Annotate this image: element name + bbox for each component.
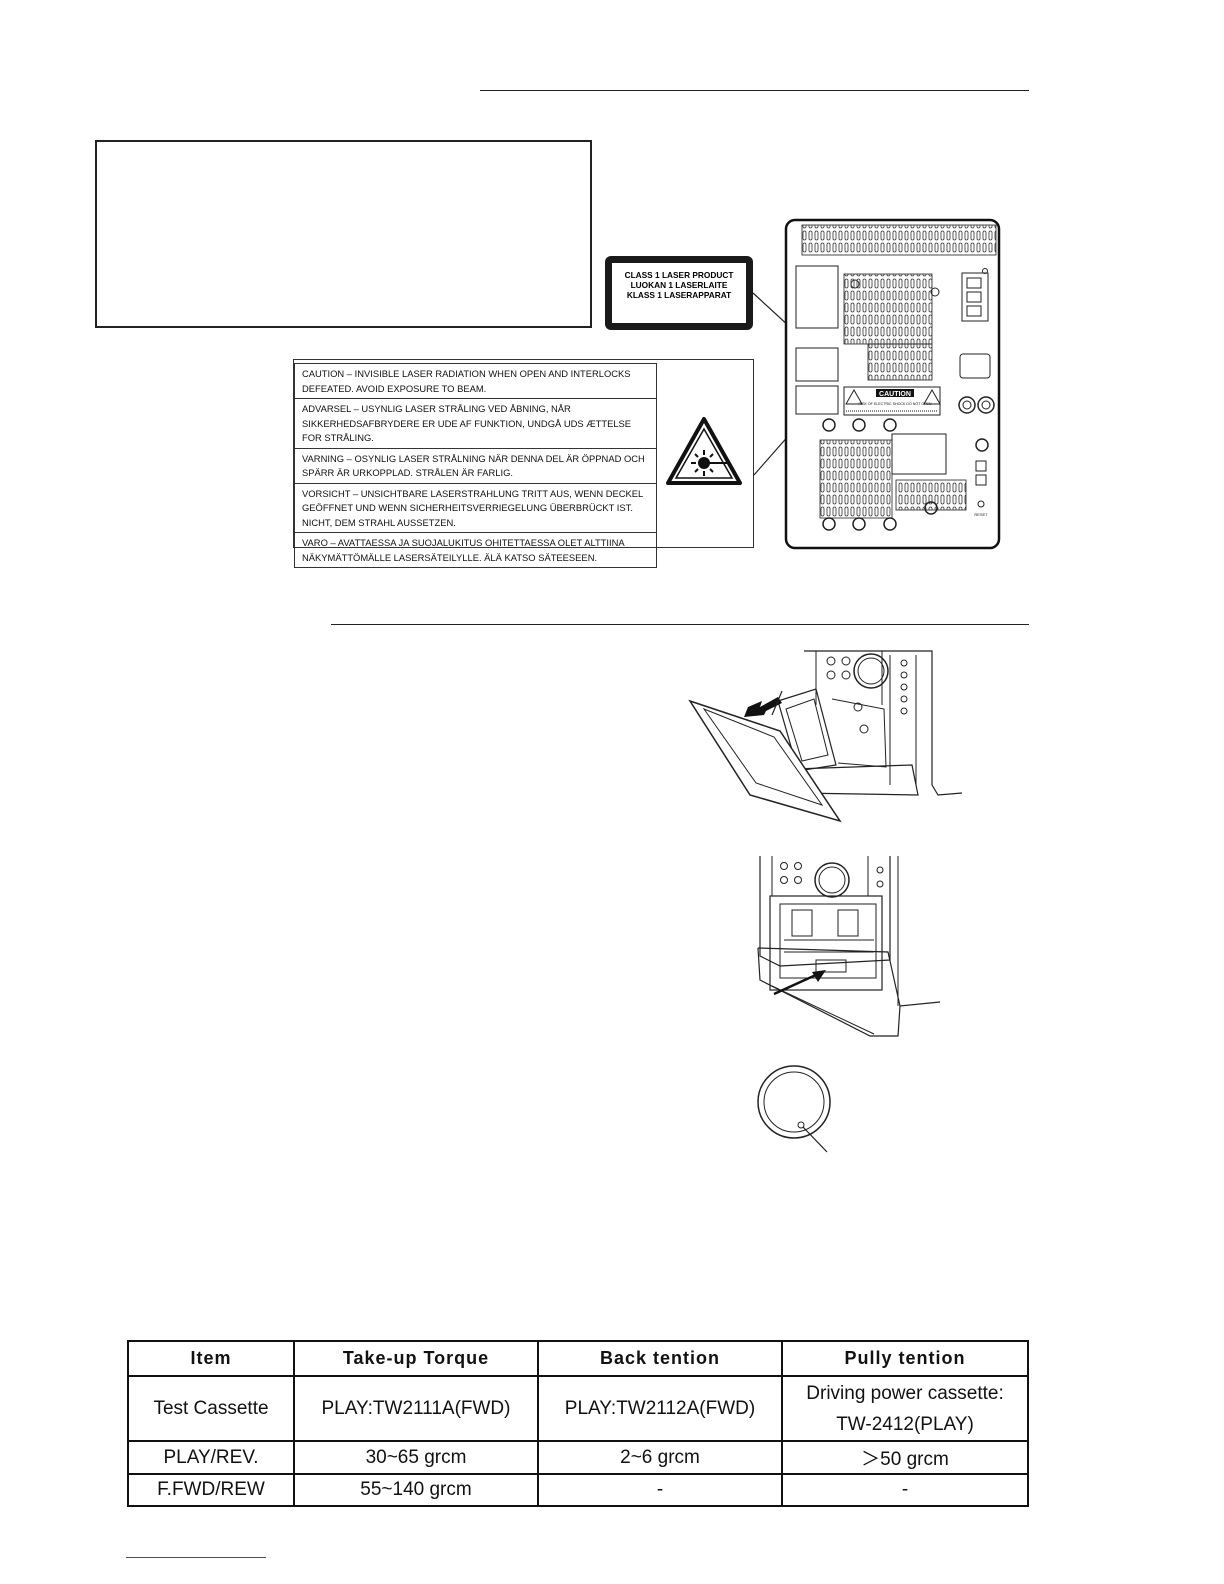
knob-detail-diagram (757, 1065, 831, 1153)
laser-hazard-icon (666, 417, 742, 485)
laser-label-line: LUOKAN 1 LASERLAITE (630, 280, 728, 290)
reset-label-text: RESET (974, 512, 988, 517)
rear-panel-diagram: CAUTION RISK OF ELECTRIC SHOCK DO NOT OP… (784, 218, 1001, 550)
cell-pully-line: Driving power cassette: (806, 1382, 1004, 1404)
cassette-mechanism-diagram (757, 856, 941, 1037)
cell-pully: ＞50 grcm (781, 1440, 1029, 1475)
table-row: F.FWD/REW 55~140 grcm - - (127, 1473, 1029, 1507)
notice-box (95, 140, 592, 328)
cell-item: Test Cassette (127, 1375, 295, 1442)
header-pully-tention: Pully tention (781, 1340, 1029, 1377)
cell-back: - (537, 1473, 783, 1507)
cell-pully: Driving power cassette: TW-2412(PLAY) (781, 1375, 1029, 1442)
cell-back: PLAY:TW2112A(FWD) (537, 1375, 783, 1442)
laser-label-line: KLASS 1 LASERAPPARAT (626, 290, 732, 300)
header-takeup-torque: Take-up Torque (293, 1340, 539, 1377)
table-row: Test Cassette PLAY:TW2111A(FWD) PLAY:TW2… (127, 1375, 1029, 1442)
warning-text: ADVARSEL – USYNLIG LASER STRÅLING VED ÅB… (294, 398, 657, 449)
cell-pully-line: TW-2412(PLAY) (836, 1413, 974, 1435)
section-rule-middle (331, 624, 1029, 625)
table-row: PLAY/REV. 30~65 grcm 2~6 grcm ＞50 grcm (127, 1440, 1029, 1475)
warning-text: CAUTION – INVISIBLE LASER RADIATION WHEN… (294, 363, 657, 399)
section-rule-top (480, 90, 1029, 91)
warning-text: VARO – AVATTAESSA JA SUOJALUKITUS OHITET… (294, 532, 657, 568)
cell-takeup: 55~140 grcm (293, 1473, 539, 1507)
cell-takeup: 30~65 grcm (293, 1440, 539, 1475)
cassette-door-removal-diagram (688, 650, 963, 823)
cell-pully: - (781, 1473, 1029, 1507)
caution-label-text: CAUTION (879, 391, 911, 398)
cell-item: PLAY/REV. (127, 1440, 295, 1475)
caution-sub-text: RISK OF ELECTRIC SHOCK DO NOT OPEN (858, 402, 931, 406)
leader-lines (752, 292, 907, 476)
warning-text: VARNING – OSYNLIG LASER STRÅLNING NÄR DE… (294, 447, 657, 484)
header-back-tention: Back tention (537, 1340, 783, 1377)
cell-item: F.FWD/REW (127, 1473, 295, 1507)
table-header-row: Item Take-up Torque Back tention Pully t… (127, 1340, 1029, 1377)
cell-back: 2~6 grcm (537, 1440, 783, 1475)
tension-spec-table: Item Take-up Torque Back tention Pully t… (127, 1340, 1029, 1507)
header-item: Item (127, 1340, 295, 1377)
cell-takeup: PLAY:TW2111A(FWD) (293, 1375, 539, 1442)
laser-label-line: CLASS 1 LASER PRODUCT (624, 270, 734, 280)
laser-class-label: CLASS 1 LASER PRODUCT LUOKAN 1 LASERLAIT… (605, 256, 753, 330)
laser-warning-table: CAUTION – INVISIBLE LASER RADIATION WHEN… (294, 363, 657, 568)
footer-link-underline (126, 1557, 266, 1558)
